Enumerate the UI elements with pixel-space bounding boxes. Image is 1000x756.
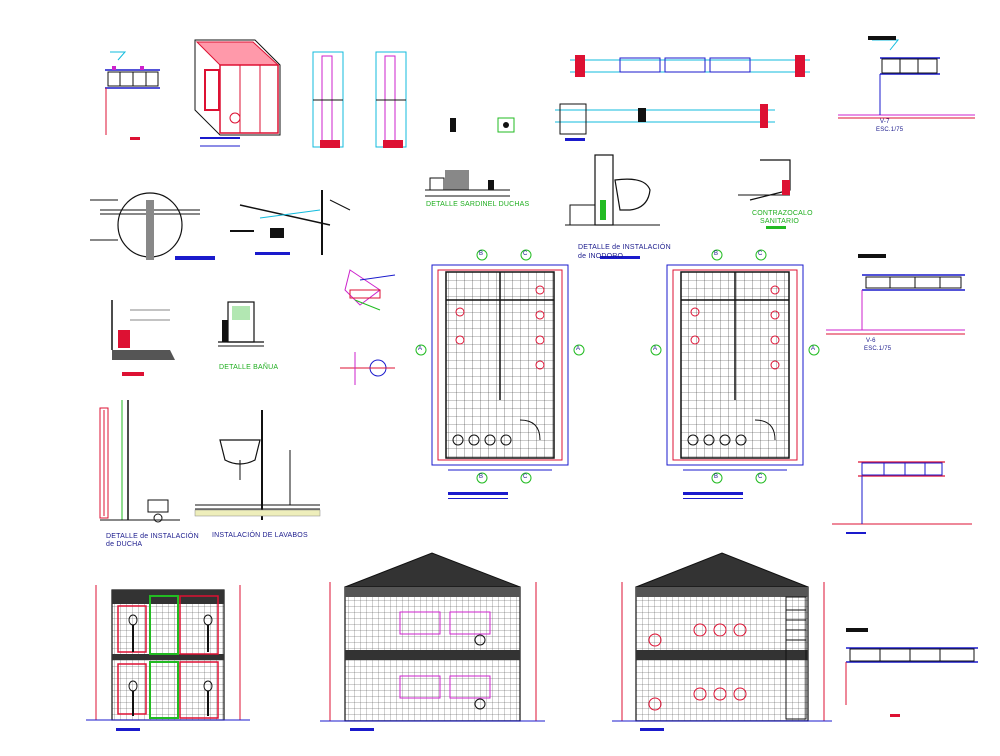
- grid-bubbles-plan-left: [415, 249, 585, 484]
- detail-circle-joint: [90, 192, 215, 260]
- label-inodoro-line1: DETALLE de INSTALACIÓN: [578, 244, 671, 251]
- detail-pipe-fitting: [340, 269, 396, 385]
- detail-roof-eave: [230, 190, 351, 255]
- floor-plan-left: [431, 264, 569, 499]
- detail-v6-window: [826, 254, 965, 335]
- grid-label-b-bottom-left: B: [479, 474, 484, 480]
- grid-label-b-bottom-right: B: [714, 474, 719, 480]
- label-instalacion-lavabos: INSTALACIÓN DE LAVABOS: [212, 532, 308, 539]
- grid-label-a-left-plan1: A: [418, 346, 423, 352]
- grid-label-a-left-plan2: A: [653, 346, 658, 352]
- grid-label-a-right-plan1: A: [576, 346, 581, 352]
- grid-label-c-bottom-right: C: [758, 474, 763, 480]
- label-ducha-line1: DETALLE de INSTALACIÓN: [106, 533, 199, 540]
- label-contrazocalo-line1: CONTRAZOCALO: [752, 210, 813, 217]
- detail-window-lower-right: [832, 461, 972, 534]
- detail-window-section-topleft: [105, 51, 160, 140]
- elevation-section-left: [86, 585, 250, 731]
- label-v6-scale: ESC.1/75: [864, 346, 892, 352]
- detail-banua: [218, 301, 264, 347]
- elevation-section-middle: [320, 552, 545, 731]
- detail-window-bottom-right: [845, 628, 978, 717]
- label-v6: V-6: [866, 338, 876, 344]
- elevation-section-right: [612, 552, 832, 731]
- detail-lavabos-installation: [194, 410, 321, 520]
- label-contrazocalo-line2: SANITARIO: [760, 218, 800, 225]
- label-ducha-line2: de DUCHA: [106, 541, 143, 548]
- label-sardinel-duchas: DETALLE SARDINEL DUCHAS: [426, 201, 530, 208]
- grid-label-b-top-right: B: [714, 251, 719, 257]
- grid-label-c-bottom-left: C: [523, 474, 528, 480]
- detail-isometric-cabinet: [194, 39, 281, 147]
- label-v7: V-7: [880, 119, 890, 125]
- detail-ducha-installation: [99, 400, 180, 523]
- detail-inodoro: [565, 154, 660, 259]
- detail-sardinel-duchas: [425, 170, 510, 197]
- grid-label-c-top-right: C: [758, 251, 763, 257]
- detail-window-sections-top-right: [555, 55, 810, 141]
- label-inodoro-line2: de INODORO: [578, 253, 624, 260]
- detail-vertical-sections: [312, 51, 515, 148]
- detail-wall-section: [111, 300, 175, 376]
- detail-contrazocalo: [738, 159, 791, 229]
- label-v7-scale: ESC.1/75: [876, 127, 904, 133]
- floor-plan-right: [666, 264, 804, 499]
- detail-v7-window: [838, 36, 975, 119]
- grid-label-b-top-left: B: [479, 251, 484, 257]
- grid-label-a-right-plan2: A: [811, 346, 816, 352]
- label-detalle-banua: DETALLE BAÑUA: [219, 364, 279, 371]
- grid-bubbles-plan-right: [650, 249, 820, 484]
- grid-label-c-top-left: C: [523, 251, 528, 257]
